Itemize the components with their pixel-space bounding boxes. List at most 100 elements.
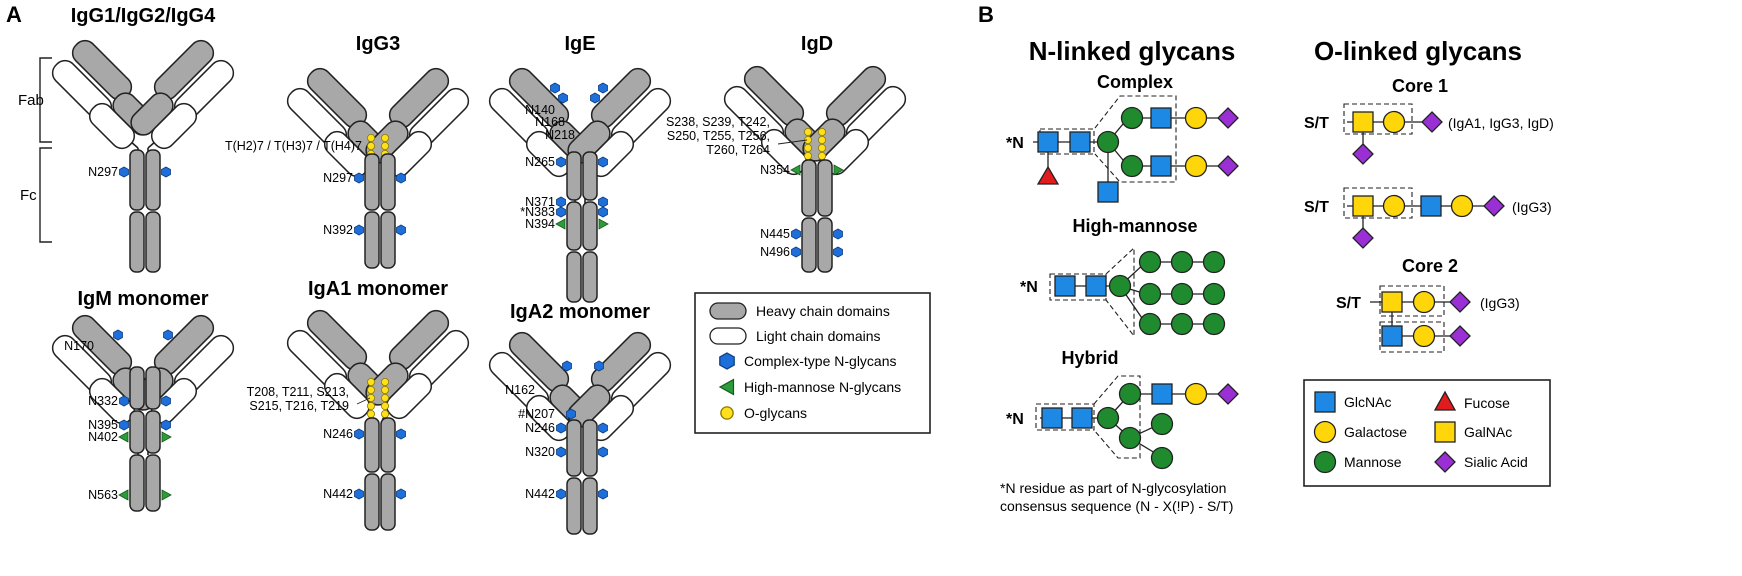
- core2-o-glycans: Core 2 S/T (IgG3): [1336, 256, 1520, 353]
- legend-label: Sialic Acid: [1464, 454, 1528, 470]
- mannose-icon: [1202, 312, 1226, 336]
- mannose-icon: [1138, 312, 1162, 336]
- site-label: N246: [525, 421, 555, 435]
- high-mannose-n-glycan: High-mannose *N: [1020, 216, 1226, 338]
- glcnac-icon: [1071, 407, 1093, 429]
- glcnac-icon: [1314, 391, 1336, 413]
- footnote-line: *N residue as part of N-glycosylation: [1000, 480, 1226, 496]
- mannose-icon: [1313, 450, 1337, 474]
- fc-bracket: Fc: [20, 147, 52, 243]
- sialic-acid-icon: [1434, 451, 1456, 473]
- site-label: N332: [88, 394, 118, 408]
- glcnac-icon: [1069, 131, 1091, 153]
- galactose-icon: [1184, 154, 1208, 178]
- site-label: N297: [88, 165, 118, 179]
- site-label: N442: [323, 487, 353, 501]
- hinge-label: S215, T216, T219: [249, 399, 349, 413]
- glcnac-icon: [1037, 131, 1059, 153]
- legend-label: Fucose: [1464, 395, 1510, 411]
- complex-label: Complex: [1097, 72, 1173, 92]
- glcnac-icon: [1150, 155, 1172, 177]
- hinge-label: T(H2)7 / T(H3)7 / T(H4)7: [225, 139, 362, 153]
- site-label: #N207: [518, 407, 555, 421]
- antibody-iga2: IgA2 monomer N162 #N207 N246 N320 N442: [484, 301, 676, 535]
- site-label: N170: [64, 339, 94, 353]
- sialic-acid-icon: [1352, 227, 1374, 249]
- n-linked-heading: N-linked glycans: [1029, 36, 1236, 66]
- site-label: N140: [525, 103, 555, 117]
- mannose-icon: [1170, 250, 1194, 274]
- mannose-icon: [1170, 312, 1194, 336]
- antibody-iga1: IgA1 monomer N246 N442 T208, T211, S213,…: [247, 278, 474, 531]
- site-label: N297: [323, 171, 353, 185]
- light-chain-swatch: [709, 327, 747, 345]
- hybrid-label: Hybrid: [1061, 348, 1118, 368]
- panel-label-a: A: [6, 2, 22, 27]
- hinge-label: S250, T255, T256,: [667, 129, 770, 143]
- antibody-title: IgA1 monomer: [308, 278, 448, 300]
- legend-label: Galactose: [1344, 424, 1407, 440]
- heavy-chain-swatch: [709, 302, 747, 320]
- galactose-icon: [1184, 106, 1208, 130]
- anchor-label: *N: [1006, 411, 1024, 428]
- antibody-igg3: IgG3 N297 N392 T(H2)7 / T(H3)7 / T(H4)7: [225, 33, 474, 269]
- site-label: N563: [88, 488, 118, 502]
- legend-monosaccharides: GlcNAc Fucose Galactose GalNAc Mannose S…: [1303, 379, 1551, 487]
- sialic-acid-icon: [1217, 383, 1239, 405]
- legend-label: GalNAc: [1464, 424, 1512, 440]
- core2-label: Core 2: [1402, 256, 1458, 276]
- core1-label: Core 1: [1392, 76, 1448, 96]
- mannose-icon: [1108, 274, 1132, 298]
- sialic-acid-icon: [1421, 111, 1443, 133]
- mannose-icon: [1096, 130, 1120, 154]
- core-note: (IgG3): [1480, 295, 1520, 311]
- glcnac-icon: [1041, 407, 1063, 429]
- anchor-label: S/T: [1304, 115, 1329, 132]
- mannose-icon: [1150, 446, 1174, 470]
- mannose-icon: [1120, 106, 1144, 130]
- hinge-label: T260, T264: [706, 143, 770, 157]
- sialic-acid-icon: [1352, 143, 1374, 165]
- core1-o-glycans: Core 1 S/T (IgA1, IgG3, IgD) S/T (IgG3): [1304, 76, 1554, 249]
- high-mannose-label: High-mannose: [1072, 216, 1197, 236]
- site-label: N371: [525, 195, 555, 209]
- glcnac-icon: [1151, 383, 1173, 405]
- mannose-icon: [1202, 250, 1226, 274]
- legend-label: Complex-type N-glycans: [744, 353, 897, 369]
- antibody-igd: IgD N354 N445 N496 S238, S239, T242, S25…: [666, 33, 911, 273]
- antibody-title: IgE: [564, 33, 595, 55]
- galnac-icon: [1381, 291, 1403, 313]
- galnac-icon: [1352, 195, 1374, 217]
- galactose-icon: [1313, 420, 1337, 444]
- site-label: N394: [525, 217, 555, 231]
- site-label: N354: [760, 163, 790, 177]
- glcnac-icon: [1085, 275, 1107, 297]
- sialic-acid-icon: [1483, 195, 1505, 217]
- fucose-icon: [1433, 390, 1457, 411]
- antibody-igg124: IgG1/IgG2/IgG4 N297: [47, 5, 239, 273]
- hinge-label: T208, T211, S213,: [247, 385, 349, 399]
- site-label: N320: [525, 445, 555, 459]
- mannose-icon: [1118, 382, 1142, 406]
- legend-label: Mannose: [1344, 454, 1402, 470]
- antibody-ige: IgE N140 N168 N218 N265 N371 *N383 N394: [484, 33, 676, 303]
- site-label: N496: [760, 245, 790, 259]
- site-label: N246: [323, 427, 353, 441]
- legend-label: GlcNAc: [1344, 394, 1391, 410]
- legend-label: Light chain domains: [756, 328, 881, 344]
- antibody-igm: IgM monomer N170 N332 N395 N402 N563: [47, 288, 239, 512]
- o-glycan-icon: [720, 406, 734, 420]
- hinge-label: S238, S239, T242,: [666, 115, 770, 129]
- fab-label: Fab: [18, 92, 44, 109]
- sialic-acid-icon: [1217, 107, 1239, 129]
- fab-bracket: Fab: [18, 57, 52, 143]
- galnac-icon: [1434, 421, 1456, 443]
- site-label: N402: [88, 430, 118, 444]
- antibody-title: IgA2 monomer: [510, 301, 650, 323]
- galactose-icon: [1412, 290, 1436, 314]
- site-label: N392: [323, 223, 353, 237]
- mannose-icon: [1138, 250, 1162, 274]
- footnote-line: consensus sequence (N - X(!P) - S/T): [1000, 498, 1233, 514]
- anchor-label: *N: [1020, 279, 1038, 296]
